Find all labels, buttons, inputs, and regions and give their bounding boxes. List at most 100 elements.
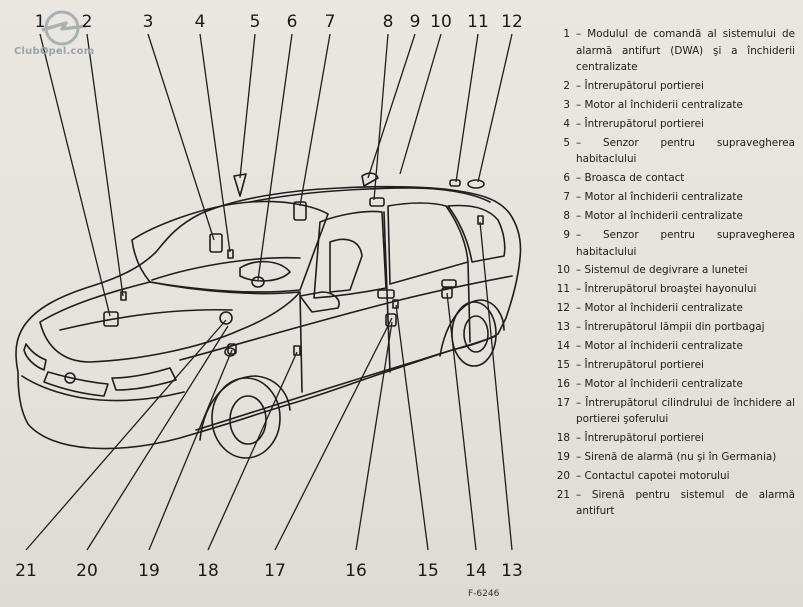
rear-wheel-arch — [439, 299, 505, 357]
callout-bottom-13: 13 — [501, 561, 523, 581]
rear-door-window — [387, 202, 469, 285]
legend-text: – Motor al închiderii centralizate — [576, 210, 743, 223]
callout-bottom-20: 20 — [76, 561, 98, 581]
club-opel-logo — [41, 10, 87, 46]
callout-top-11: 11 — [467, 12, 489, 32]
legend-item: 2 – Întrerupătorul portierei — [540, 78, 795, 95]
legend-text: – Sirenă de alarmă (nu şi în Germania) — [576, 451, 777, 463]
door-switch-18 — [293, 345, 301, 356]
legend-text: – Întrerupătorul broaştei hayonului — [576, 283, 757, 296]
legend-item: 20 – Contactul capotei motorului — [540, 468, 795, 485]
legend-number: 2 — [563, 80, 570, 93]
car-diagram — [15, 33, 522, 551]
legend-number: 10 — [556, 264, 570, 277]
legend-number: 20 — [556, 469, 570, 482]
legend-number: 6 — [563, 172, 570, 185]
central-lock-motor-3 — [209, 233, 223, 253]
rear-wheel-hub — [463, 315, 489, 353]
windshield — [131, 200, 329, 293]
legend-text: – Senzor pentru supravegherea habitaclul… — [576, 228, 795, 258]
callout-top-6: 6 — [286, 12, 298, 32]
door-switch-2 — [120, 291, 127, 301]
rear-door-handle — [441, 279, 457, 288]
legend-text: – Modulul de comandă al sistemului de al… — [576, 28, 795, 74]
front-bumper — [21, 375, 185, 402]
central-lock-motor-7 — [293, 201, 307, 221]
front-door-window — [313, 210, 387, 299]
legend-number: 7 — [563, 191, 570, 204]
rear-quarter-window — [447, 204, 506, 263]
legend-text: – Întrerupătorul portierei — [576, 358, 704, 371]
callout-bottom-19: 19 — [138, 561, 160, 581]
headlight-right — [111, 367, 177, 391]
front-door-handle — [377, 289, 395, 299]
legend-number: 18 — [556, 432, 570, 445]
callout-top-1: 1 — [34, 12, 46, 32]
door-switch-4 — [227, 249, 234, 259]
legend-item: 5 – Senzor pentru supravegherea habitaclu… — [540, 135, 795, 168]
legend-number: 15 — [556, 358, 570, 371]
front-wheel-hub — [229, 395, 267, 445]
central-lock-motor-8 — [369, 197, 385, 207]
interior-sensor-9 — [361, 172, 379, 187]
legend-number: 4 — [563, 117, 570, 130]
roof-line — [249, 187, 491, 203]
legend-number: 16 — [556, 377, 570, 390]
legend-number: 5 — [563, 136, 570, 149]
legend-number: 17 — [556, 396, 570, 409]
legend-text: – Motor al închiderii centralizate — [576, 377, 743, 390]
hood-contact — [219, 311, 233, 325]
legend-number: 8 — [563, 210, 570, 223]
callout-top-7: 7 — [324, 12, 336, 32]
legend-text: – Contactul capotei motorului — [576, 469, 730, 482]
central-lock-motor-12 — [467, 179, 485, 189]
callout-top-2: 2 — [81, 12, 93, 32]
legend-item: 11 – Întrerupătorul broaştei hayonului — [540, 281, 795, 298]
legend-item: 16 – Motor al închiderii centralizate — [540, 376, 795, 393]
front-wheel-arch — [199, 375, 291, 441]
callout-top-9: 9 — [409, 12, 421, 32]
legend-text: – Sistemul de degivrare a lunetei — [576, 264, 748, 277]
legend-text: – Întrerupătorul portierei — [576, 80, 704, 93]
legend-number: 3 — [563, 98, 570, 111]
callout-top-5: 5 — [249, 12, 261, 32]
headlight-left — [23, 343, 47, 371]
body-crease — [179, 275, 513, 361]
callout-top-8: 8 — [382, 12, 394, 32]
legend-text: – Sirenă pentru sistemul de alarmă antif… — [576, 488, 795, 518]
leader-lines — [25, 33, 513, 551]
callout-bottom-18: 18 — [197, 561, 219, 581]
legend-item: 8 – Motor al închiderii centralizate — [540, 208, 795, 225]
legend-text: – Motor al închiderii centralizate — [576, 98, 743, 111]
alarm-module — [103, 311, 119, 327]
tailgate-switch — [449, 179, 461, 187]
badge — [64, 372, 76, 384]
callout-bottom-15: 15 — [417, 561, 439, 581]
callout-bottom-21: 21 — [15, 561, 37, 581]
legend-text: – Broasca de contact — [576, 172, 685, 185]
legend-item: 6 – Broasca de contact — [540, 170, 795, 187]
legend-item: 9 – Senzor pentru supravegherea habitaclu… — [540, 227, 795, 260]
legend-number: 19 — [556, 451, 570, 463]
legend-number: 1 — [563, 28, 570, 40]
door-switch-15 — [392, 299, 399, 309]
hood-crease — [59, 308, 233, 331]
callout-top-12: 12 — [501, 12, 523, 32]
seat — [329, 238, 363, 293]
callout-bottom-14: 14 — [465, 561, 487, 581]
legend-number: 21 — [556, 488, 570, 501]
legend-item: 12– Motor al închiderii centralizate — [540, 300, 795, 317]
legend-text: – Întrerupătorul cilindrului de închider… — [576, 396, 795, 426]
legend-number: 9 — [563, 228, 570, 241]
legend-item: 1 – Modulul de comandă al sistemului de a… — [540, 26, 795, 76]
callout-bottom-17: 17 — [264, 561, 286, 581]
legend-text: – Motor al închiderii centralizate — [576, 302, 743, 315]
steering-wheel — [239, 260, 291, 282]
legend-item: 17 – Întrerupătorul cilindrului de închid… — [540, 395, 795, 428]
side-mirror — [299, 291, 340, 313]
legend-number: 11 — [556, 283, 570, 296]
legend-list: 1 – Modulul de comandă al sistemului de a… — [540, 26, 795, 522]
rear-wheel — [451, 301, 497, 367]
logo-text: ClubOpel.com — [14, 46, 95, 57]
legend-text: – Senzor pentru supravegherea habitaclul… — [576, 136, 795, 166]
